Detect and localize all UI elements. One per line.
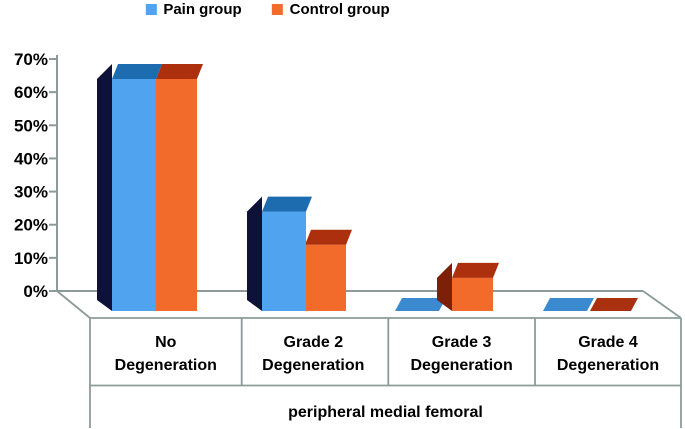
pain-group-swatch-icon (145, 4, 157, 15)
y-tick-label: 60% (14, 83, 48, 102)
legend-label: Pain group (163, 1, 242, 18)
bar-pain-0-front (112, 78, 156, 312)
chart-legend: Pain group Control group (145, 1, 390, 18)
bar-control-0-front (156, 78, 197, 312)
bar-pain-3-flat (543, 298, 594, 311)
bar-control-1-front (305, 244, 346, 311)
legend-label: Control group (289, 1, 390, 18)
y-tick-label: 0% (23, 282, 48, 301)
y-tick-label: 20% (14, 216, 48, 235)
y-tick-label: 50% (14, 116, 48, 135)
y-tick-label: 30% (14, 183, 48, 202)
y-tick-label: 40% (14, 149, 48, 168)
bar-pain-0-side (97, 63, 112, 312)
bar-control-2-top (452, 262, 499, 278)
bar-pain-2-flat (395, 298, 446, 311)
y-tick-label: 70% (14, 50, 48, 69)
bar-control-3-flat (590, 298, 638, 311)
bar-pain-0-top (112, 63, 162, 79)
floor-left-slant (56, 290, 91, 319)
control-group-swatch-icon (271, 4, 283, 15)
floor-right-slant (642, 290, 682, 319)
legend-item-pain-group: Pain group (145, 1, 242, 18)
bar-pain-1-side (247, 196, 262, 311)
legend-item-control-group: Control group (271, 1, 390, 18)
bar-pain-1-front (262, 211, 306, 311)
bar-pain-1-top (262, 196, 312, 212)
bar-control-0-top (156, 63, 203, 79)
bar-control-2-front (452, 277, 493, 311)
y-tick-label: 10% (14, 249, 48, 268)
x-axis-label: peripheral medial femoral (288, 404, 483, 421)
bar-control-2-side (437, 262, 452, 311)
bar-control-1-top (305, 229, 352, 245)
